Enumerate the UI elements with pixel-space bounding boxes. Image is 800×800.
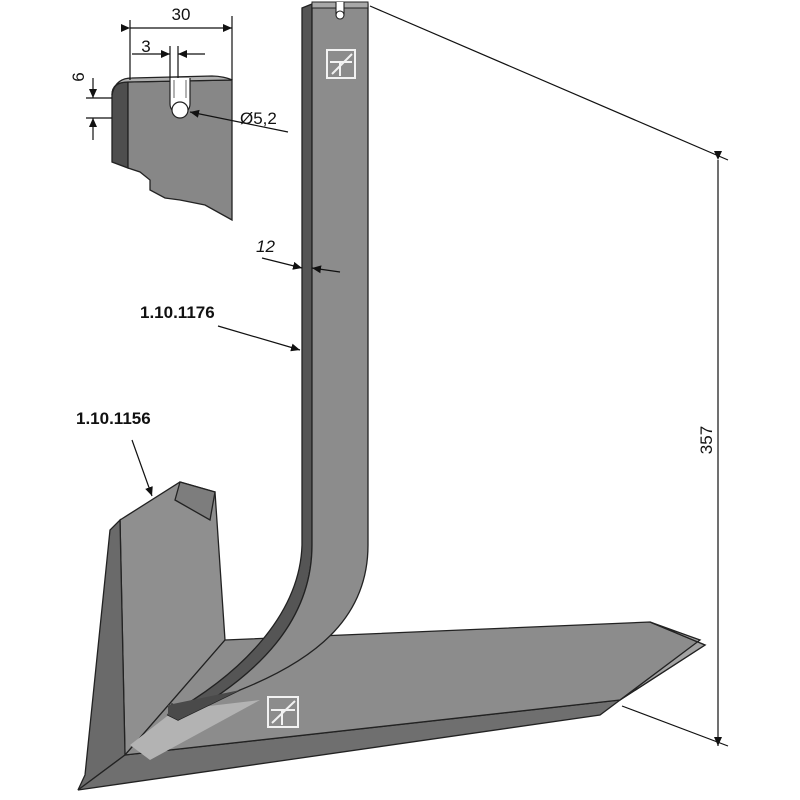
dim-detail-width: 30 bbox=[172, 5, 191, 24]
share-blade bbox=[77, 481, 707, 791]
part-number-share: 1.10.1156 bbox=[76, 409, 151, 428]
dim-slot-width: 3 bbox=[141, 37, 150, 56]
tine-body bbox=[166, 1, 369, 721]
dimension-lines bbox=[86, 5, 729, 747]
slot-detail-view bbox=[111, 75, 233, 222]
dim-hole-diameter: Ø5,2 bbox=[240, 109, 277, 128]
brand-logo-icon bbox=[326, 49, 356, 79]
dim-slot-depth: 6 bbox=[69, 72, 88, 81]
part-number-tine: 1.10.1176 bbox=[140, 303, 215, 322]
brand-logo-icon bbox=[267, 696, 299, 728]
dim-total-height: 357 bbox=[697, 426, 716, 454]
dim-tine-thickness: 12 bbox=[256, 237, 275, 256]
